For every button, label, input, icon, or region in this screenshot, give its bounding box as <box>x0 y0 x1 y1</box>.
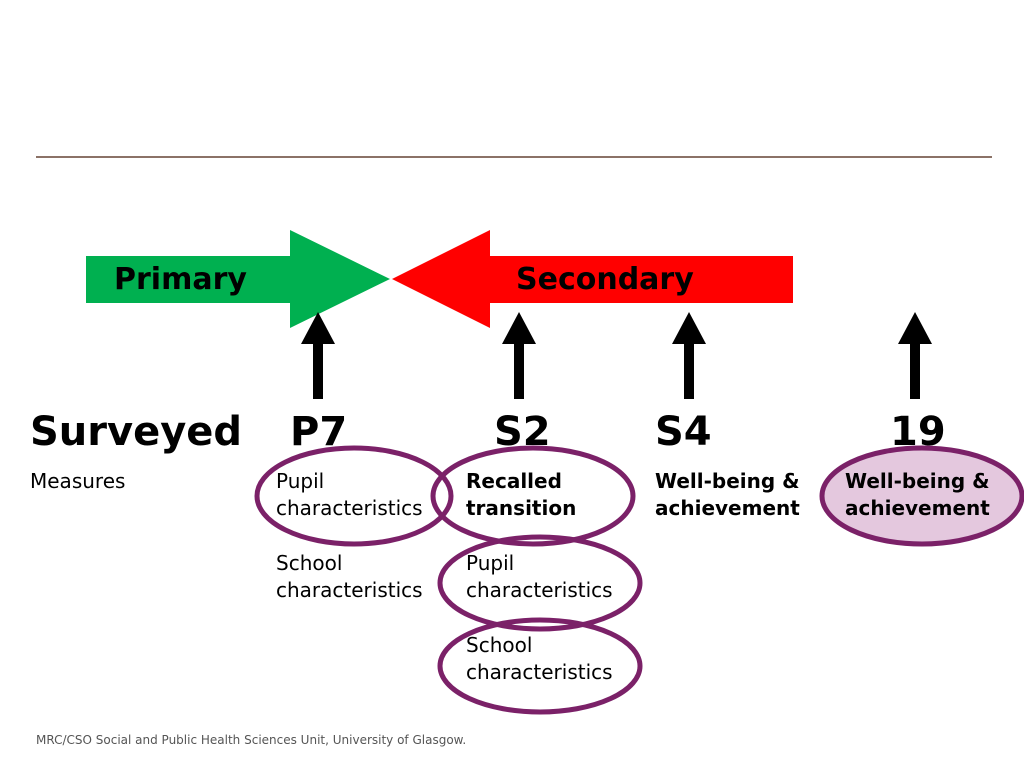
stage-19: 19 <box>890 409 946 455</box>
measures-label: Measures <box>30 469 126 493</box>
survey-point-arrow-s4 <box>672 312 706 399</box>
secondary-arrow <box>392 230 793 328</box>
highlight-ellipse-s2-school <box>437 617 643 715</box>
measure-s4-wellbeing: Well-being &achievement <box>655 469 800 520</box>
stage-s2: S2 <box>494 409 551 455</box>
stage-s4: S4 <box>655 409 712 455</box>
survey-point-arrow-s2 <box>502 312 536 399</box>
primary-arrow-label: Primary <box>114 262 247 297</box>
footer-credit: MRC/CSO Social and Public Health Science… <box>36 733 467 747</box>
measure-19-wellbeing: Well-being &achievement <box>845 469 990 520</box>
highlight-ellipse-p7-pupil <box>254 445 454 547</box>
title-divider <box>36 156 992 158</box>
stage-p7: P7 <box>290 409 348 455</box>
highlight-ellipse-s2-pupil <box>437 534 643 632</box>
survey-point-arrow-p7 <box>301 312 335 399</box>
survey-point-arrow-19 <box>898 312 932 399</box>
highlight-ellipse-19-wellbeing <box>819 445 1024 547</box>
secondary-arrow-label: Secondary <box>516 262 694 297</box>
surveyed-label: Surveyed <box>30 409 243 455</box>
primary-arrow <box>86 230 390 328</box>
highlight-ellipse-s2-recalled <box>430 445 636 547</box>
